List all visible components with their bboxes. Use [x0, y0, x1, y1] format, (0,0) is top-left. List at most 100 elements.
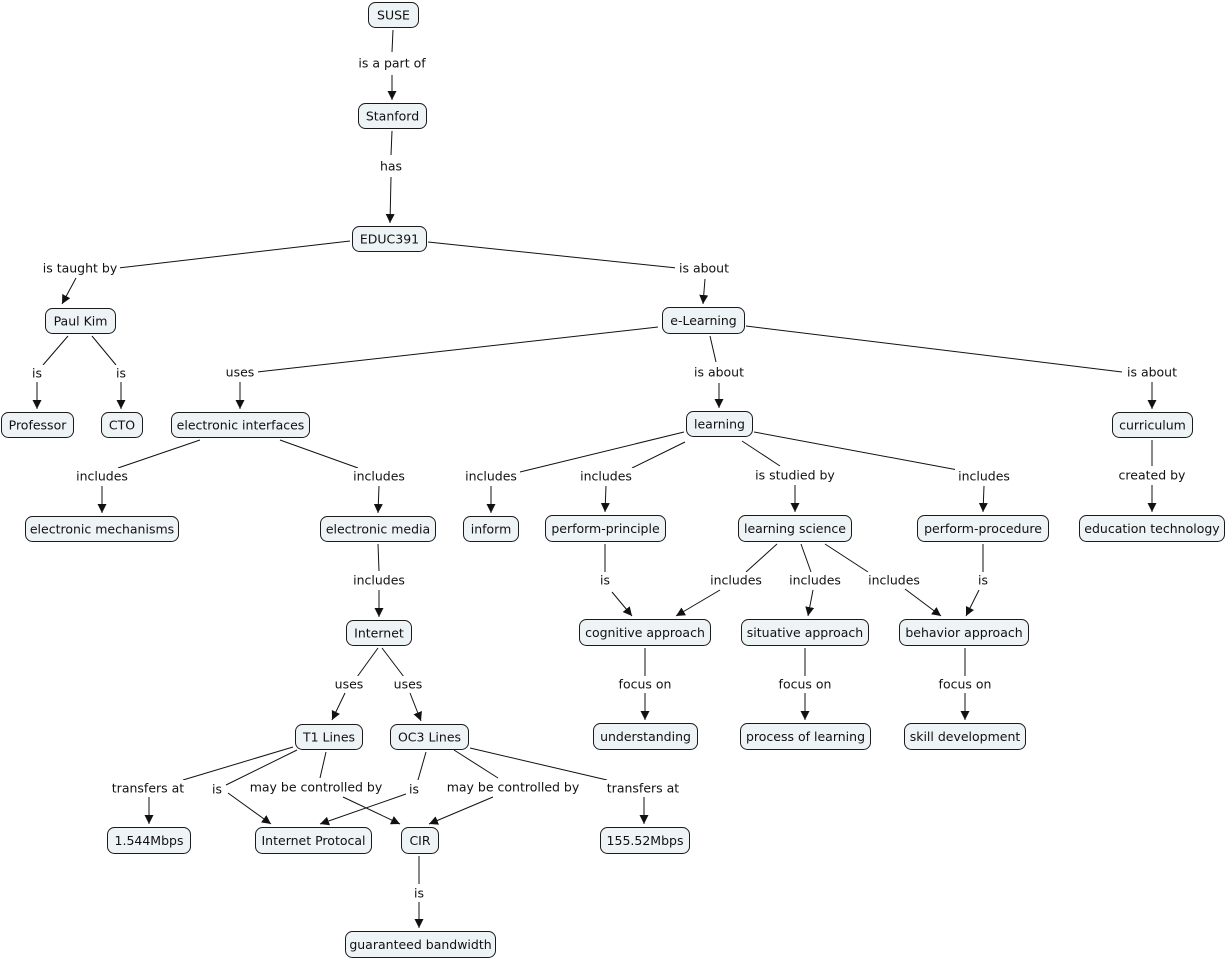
linking-phrase-label: includes: [353, 573, 405, 588]
concept-label: OC3 Lines: [398, 730, 461, 745]
linking-phrase[interactable]: includes: [73, 468, 131, 484]
linking-phrase-label: includes: [710, 573, 762, 588]
linking-phrase[interactable]: is a part of: [354, 55, 430, 71]
arrow-connector: [675, 589, 721, 617]
concept-node-situative-approach[interactable]: situative approach: [741, 619, 869, 646]
linking-phrase[interactable]: is: [597, 572, 613, 588]
linking-phrase[interactable]: is taught by: [40, 260, 120, 276]
concept-node-skill-development[interactable]: skill development: [904, 723, 1026, 750]
linking-phrase-background: [376, 158, 406, 174]
linking-phrase[interactable]: includes: [350, 468, 408, 484]
concept-node-mbps-1544[interactable]: 1.544Mbps: [107, 827, 191, 854]
concept-node-internet-protocal[interactable]: Internet Protocal: [255, 827, 372, 854]
arrow-connector: [373, 485, 383, 514]
linking-phrase[interactable]: focus on: [775, 676, 835, 692]
connector-line: [709, 335, 717, 363]
linking-phrase[interactable]: has: [376, 158, 406, 174]
linking-phrase[interactable]: is about: [675, 260, 733, 276]
linking-phrase[interactable]: is: [975, 572, 991, 588]
linking-phrase[interactable]: focus on: [935, 676, 995, 692]
linking-phrase[interactable]: is: [29, 365, 45, 381]
linking-phrase[interactable]: is: [113, 365, 129, 381]
concept-node-understanding[interactable]: understanding: [593, 723, 698, 750]
concept-node-e-learning[interactable]: e-Learning: [662, 307, 745, 334]
linking-phrase[interactable]: is about: [690, 364, 748, 380]
concept-node-curriculum[interactable]: curriculum: [1112, 412, 1193, 438]
concept-node-education-technology[interactable]: education technology: [1079, 515, 1225, 542]
arrow-connector: [331, 692, 346, 721]
concept-box: [917, 515, 1049, 542]
concept-node-paul-kim[interactable]: Paul Kim: [45, 308, 116, 334]
concept-node-oc3-lines[interactable]: OC3 Lines: [390, 724, 469, 750]
connector-line: [519, 431, 685, 473]
linking-phrase-background: [222, 364, 258, 380]
linking-phrase-background: [597, 572, 613, 588]
concept-node-learning-science[interactable]: learning science: [738, 515, 852, 542]
linking-phrase[interactable]: may be controlled by: [249, 779, 383, 795]
linking-phrase[interactable]: created by: [1116, 467, 1188, 483]
linking-phrase-background: [73, 468, 131, 484]
concept-node-electronic-mechanisms[interactable]: electronic mechanisms: [25, 516, 179, 542]
concept-node-behavior-approach[interactable]: behavior approach: [899, 619, 1029, 646]
linking-phrase[interactable]: includes: [865, 572, 923, 588]
linking-phrase[interactable]: transfers at: [603, 780, 683, 796]
linking-phrase[interactable]: transfers at: [108, 780, 188, 796]
concept-node-perform-procedure[interactable]: perform-procedure: [917, 515, 1049, 542]
linking-phrase-label: focus on: [939, 677, 992, 692]
linking-phrase[interactable]: may be controlled by: [446, 779, 580, 795]
concept-box: [738, 515, 852, 542]
linking-phrase[interactable]: includes: [786, 572, 844, 588]
connector-line: [824, 543, 869, 573]
linking-phrase-background: [603, 780, 683, 796]
concept-node-internet[interactable]: Internet: [346, 620, 412, 646]
linking-phrase[interactable]: includes: [350, 572, 408, 588]
linking-phrase-background: [935, 676, 995, 692]
concept-node-electronic-interfaces[interactable]: electronic interfaces: [171, 412, 310, 438]
linking-phrase-background: [462, 468, 520, 484]
linking-phrase-background: [411, 885, 427, 901]
concept-node-cognitive-approach[interactable]: cognitive approach: [579, 619, 711, 646]
concept-node-inform[interactable]: inform: [463, 516, 519, 542]
linking-phrase[interactable]: focus on: [615, 676, 675, 692]
concept-node-cto[interactable]: CTO: [101, 412, 143, 438]
concept-node-cir[interactable]: CIR: [401, 827, 439, 854]
linking-phrase[interactable]: is about: [1123, 364, 1181, 380]
concept-box: [101, 412, 143, 438]
linking-phrase[interactable]: uses: [390, 676, 426, 692]
concept-box: [352, 226, 427, 252]
concept-node-guaranteed-bandwidth[interactable]: guaranteed bandwidth: [345, 931, 496, 958]
linking-phrase[interactable]: is: [411, 885, 427, 901]
linking-phrase[interactable]: is: [209, 781, 225, 797]
concept-label: SUSE: [377, 8, 410, 23]
linking-phrase[interactable]: uses: [331, 676, 367, 692]
concept-node-educ391[interactable]: EDUC391: [352, 226, 427, 252]
concept-node-stanford[interactable]: Stanford: [358, 103, 427, 129]
concept-node-electronic-media[interactable]: electronic media: [320, 516, 436, 542]
connector-line: [753, 431, 959, 471]
linking-phrase[interactable]: uses: [222, 364, 258, 380]
concept-label: process of learning: [746, 729, 865, 744]
connector-line: [279, 439, 359, 469]
linking-phrase-background: [108, 780, 188, 796]
concept-box: [107, 827, 191, 854]
linking-phrase-background: [775, 676, 835, 692]
connector-line: [800, 543, 812, 573]
concept-node-perform-principle[interactable]: perform-principle: [545, 515, 666, 542]
concept-node-t1-lines[interactable]: T1 Lines: [295, 724, 363, 750]
linking-phrase[interactable]: is studied by: [752, 467, 838, 483]
concept-node-process-of-learning[interactable]: process of learning: [740, 723, 871, 750]
concept-node-suse[interactable]: SUSE: [368, 2, 419, 28]
linking-phrase[interactable]: is: [406, 781, 422, 797]
linking-phrase-label: transfers at: [607, 781, 680, 796]
linking-phrase[interactable]: includes: [577, 468, 635, 484]
linking-phrase[interactable]: includes: [707, 572, 765, 588]
linking-phrase[interactable]: includes: [462, 468, 520, 484]
concept-node-mbps-15552[interactable]: 155.52Mbps: [600, 827, 690, 854]
linking-phrase-label: includes: [580, 469, 632, 484]
concept-node-learning[interactable]: learning: [686, 411, 753, 437]
concept-node-professor[interactable]: Professor: [1, 412, 74, 438]
connector-line: [391, 29, 394, 53]
linking-phrase[interactable]: includes: [955, 468, 1013, 484]
linking-phrase-background: [975, 572, 991, 588]
linking-phrase-background: [390, 676, 426, 692]
